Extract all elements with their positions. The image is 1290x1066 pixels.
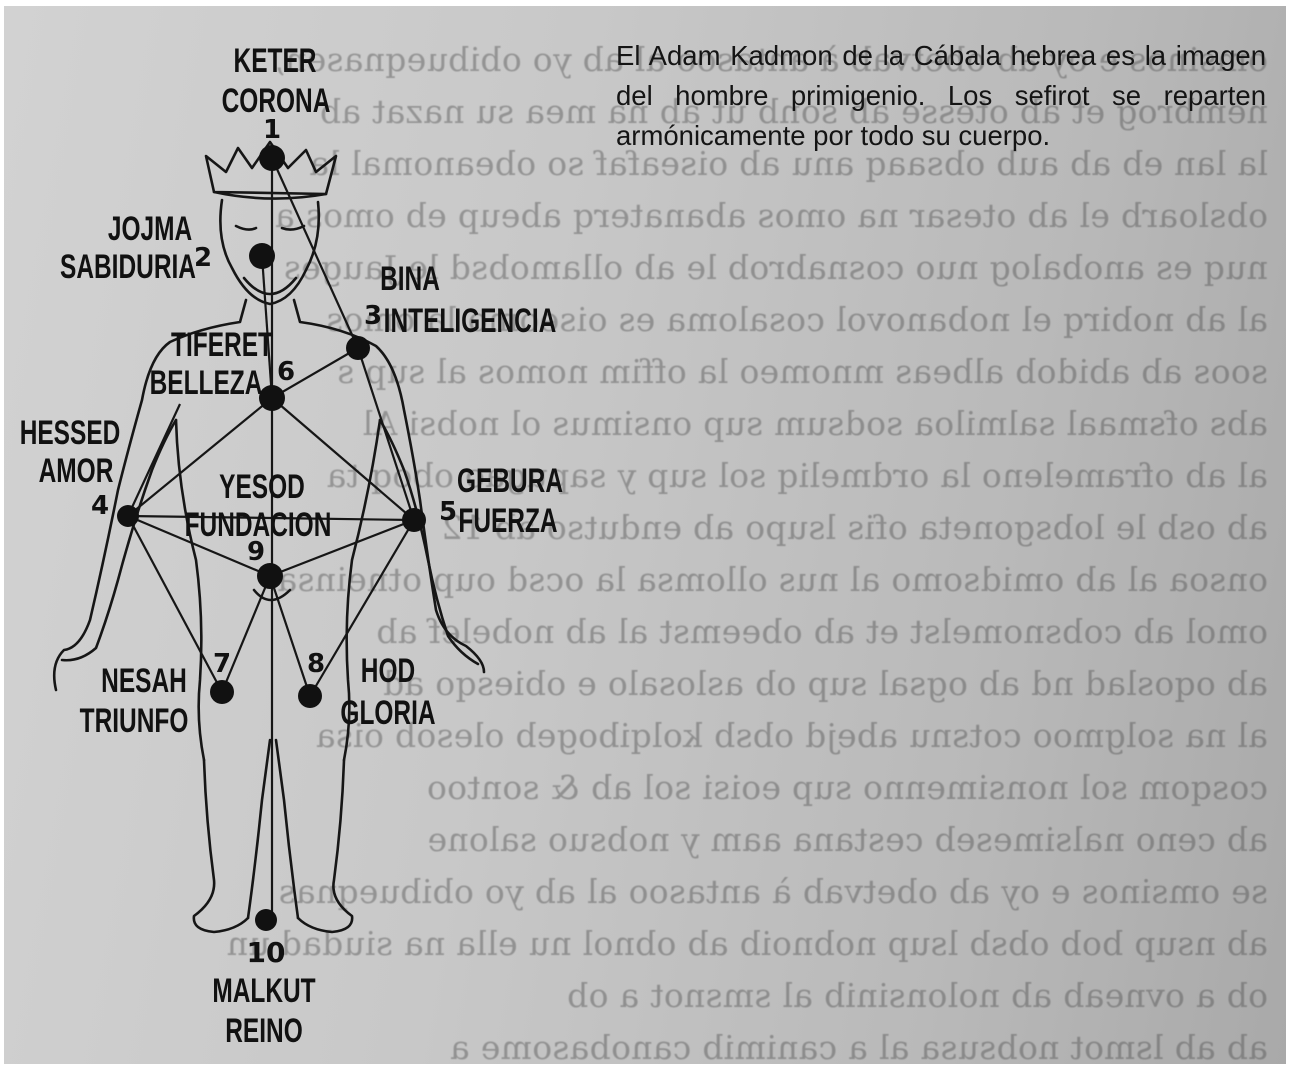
sefira-number-2: 2 [194,243,212,273]
sefira-node-4 [117,505,139,527]
sefira-name-6: TIFERET [171,326,273,364]
sefira-name-2: JOJMA [108,210,192,248]
sefira-number-8: 8 [307,649,325,679]
sefira-number-3: 3 [364,301,382,331]
sefira-node-6 [259,385,285,411]
sefira-number-4: 4 [91,491,109,521]
sefira-node-1 [259,145,285,171]
sefira-node-7 [210,680,234,704]
sefira-meaning-7: TRIUNFO [80,702,189,740]
sefira-name-9: YESOD [219,468,305,506]
sefira-number-10: 10 [247,936,286,969]
sefira-name-7: NESAH [101,662,187,700]
sefira-node-10 [255,909,277,931]
sefira-meaning-2: SABIDURIA [60,248,196,286]
sefira-meaning-3: INTELIGENCIA [384,302,557,340]
sefira-number-1: 1 [263,115,281,145]
sefira-name-3: BINA [380,260,440,298]
sefira-node-3 [346,336,370,360]
sefira-meaning-8: GLORIA [340,694,435,732]
sefira-meaning-6: BELLEZA [150,364,263,402]
sefira-number-7: 7 [213,649,231,679]
sefira-number-6: 6 [277,357,295,387]
sefira-meaning-5: FUERZA [458,502,557,540]
sefira-number-9: 9 [247,537,265,567]
sefira-node-2 [249,243,275,269]
sefira-meaning-10: REINO [225,1012,302,1050]
sefira-name-10: MALKUT [212,972,315,1010]
sefira-name-1: KETER [234,42,317,80]
sefira-number-5: 5 [439,497,457,527]
sefira-name-8: HOD [361,652,415,690]
figure-caption: El Adam Kadmon de la Cábala hebrea es la… [616,36,1266,156]
sefira-name-5: GEBURA [457,462,563,500]
sefira-meaning-4: AMOR [39,452,114,490]
sefira-node-8 [298,684,322,708]
sefira-node-5 [402,508,426,532]
sefira-name-4: HESSED [20,414,121,452]
